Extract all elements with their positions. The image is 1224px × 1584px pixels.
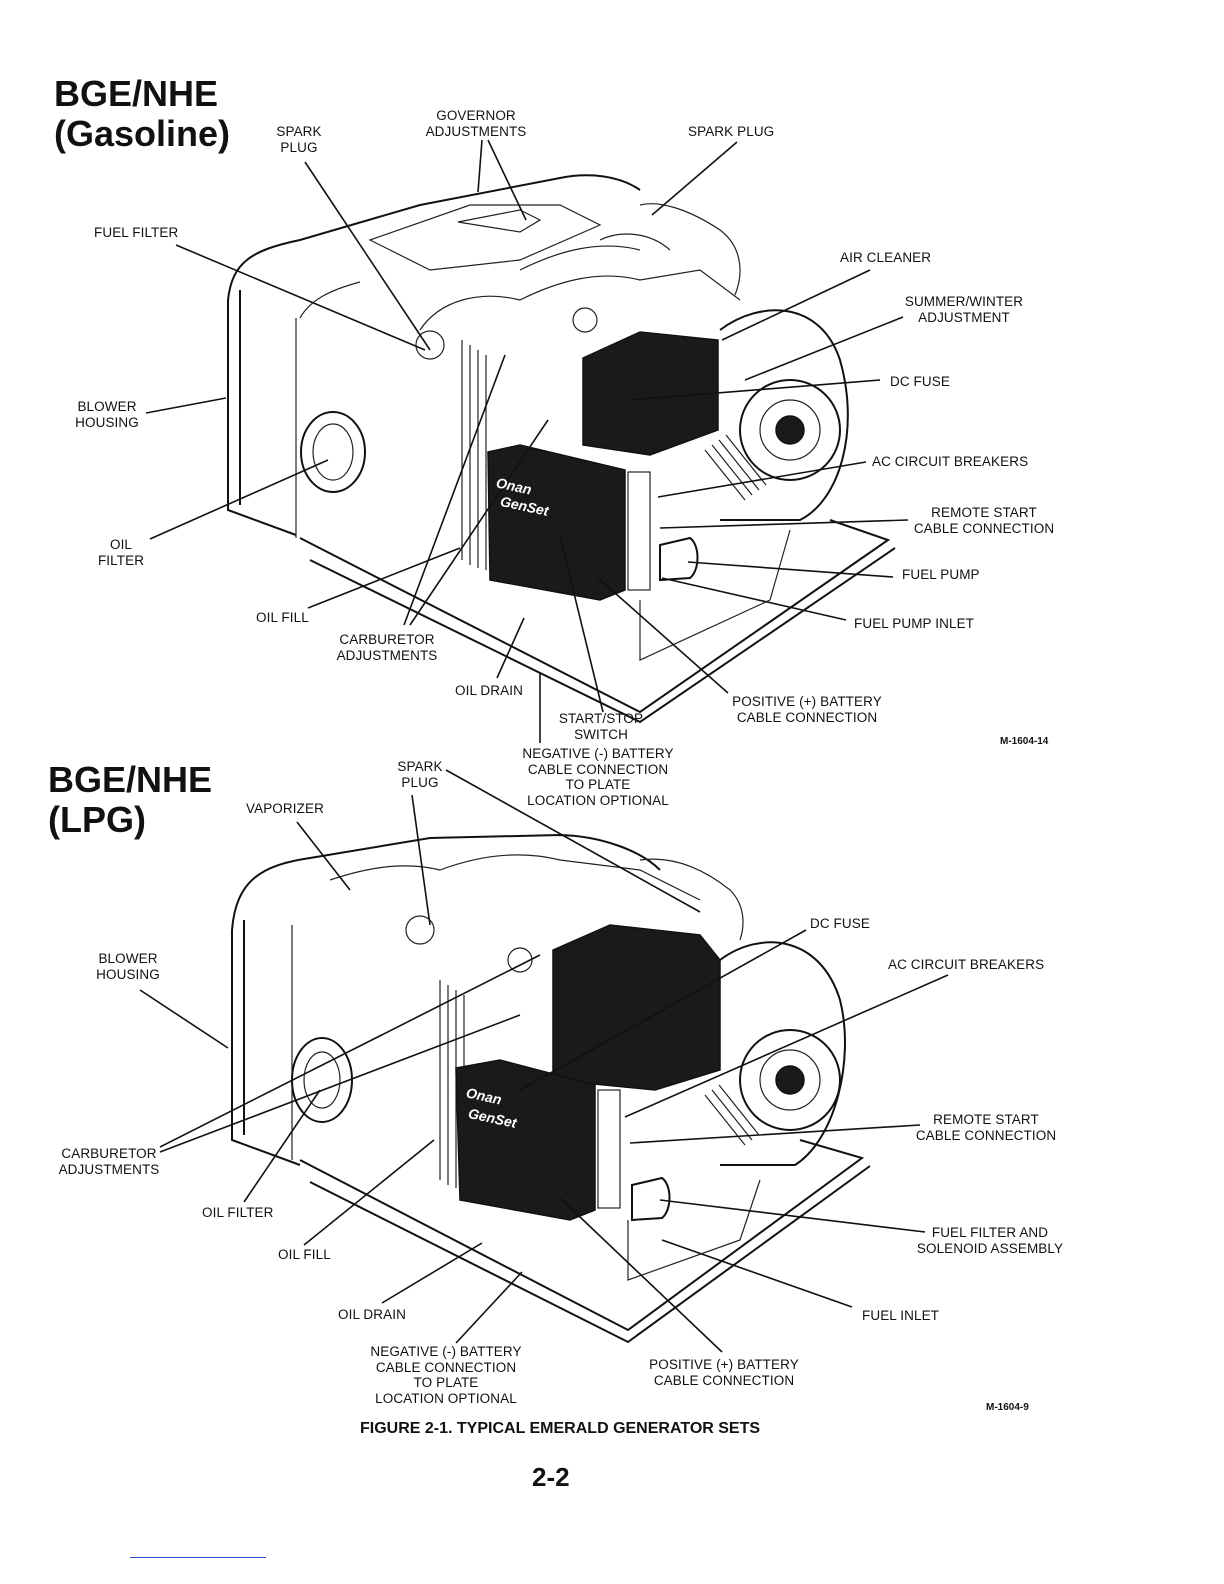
- label-line: CABLE CONNECTION: [375, 1359, 517, 1375]
- label-line: POSITIVE (+) BATTERY: [732, 694, 882, 709]
- label-carburetor-lpg: CARBURETOR ADJUSTMENTS: [56, 1146, 162, 1177]
- label-dc-fuse-top: DC FUSE: [890, 374, 950, 389]
- label-fuel-filter: FUEL FILTER: [94, 225, 179, 240]
- label-line: ADJUSTMENTS: [58, 1161, 160, 1177]
- label-line: SWITCH: [574, 726, 628, 742]
- bottom-title-line1: BGE/NHE: [48, 759, 213, 800]
- label-line: SPARK: [276, 124, 322, 139]
- label-line: START/STOP: [558, 711, 644, 726]
- gasoline-leader-lines: [145, 139, 909, 743]
- label-oil-drain-top: OIL DRAIN: [455, 683, 523, 698]
- label-line: CABLE CONNECTION: [736, 709, 878, 725]
- bottom-title-line2: (LPG): [48, 799, 146, 840]
- label-line: REMOTE START: [931, 505, 1037, 520]
- label-line: LOCATION OPTIONAL: [527, 792, 669, 808]
- label-line: CARBURETOR: [61, 1146, 157, 1161]
- label-fuel-pump-inlet: FUEL PUMP INLET: [854, 616, 975, 631]
- label-blower-housing-lpg: BLOWER HOUSING: [92, 951, 164, 982]
- label-line: CABLE CONNECTION: [913, 520, 1055, 536]
- label-line: LOCATION OPTIONAL: [375, 1390, 517, 1406]
- label-summer-winter: SUMMER/WINTER ADJUSTMENT: [896, 294, 1032, 325]
- label-ac-breakers-lpg: AC CIRCUIT BREAKERS: [888, 957, 1045, 972]
- figure-caption: FIGURE 2-1. TYPICAL EMERALD GENERATOR SE…: [360, 1420, 761, 1437]
- label-governor-adjustments: GOVERNOR ADJUSTMENTS: [420, 108, 532, 139]
- label-line: TO PLATE: [413, 1375, 479, 1390]
- top-figure-code: M-1604-14: [1000, 736, 1049, 747]
- label-line: ADJUSTMENT: [918, 309, 1010, 325]
- gasoline-generator-drawing: [227, 174, 896, 724]
- label-negative-battery-lpg: NEGATIVE (-) BATTERY CABLE CONNECTION TO…: [360, 1344, 532, 1406]
- label-carburetor-top: CARBURETOR ADJUSTMENTS: [332, 632, 442, 663]
- label-fuel-inlet: FUEL INLET: [862, 1308, 940, 1323]
- label-oil-fill-lpg: OIL FILL: [278, 1247, 331, 1262]
- label-oil-filter-lpg: OIL FILTER: [202, 1205, 274, 1220]
- label-line: FUEL FILTER AND: [931, 1225, 1049, 1240]
- bottom-figure-code: M-1604-9: [986, 1402, 1029, 1413]
- label-remote-start-top: REMOTE START CABLE CONNECTION: [908, 505, 1060, 536]
- label-ac-breakers-top: AC CIRCUIT BREAKERS: [872, 454, 1029, 469]
- label-fuel-pump: FUEL PUMP: [902, 567, 980, 582]
- label-line: GOVERNOR: [436, 108, 516, 123]
- label-blower-housing-top: BLOWER HOUSING: [70, 399, 144, 430]
- label-line: BLOWER: [77, 399, 137, 414]
- label-line: FILTER: [97, 552, 145, 568]
- label-oil-drain-lpg: OIL DRAIN: [338, 1307, 406, 1322]
- label-line: POSITIVE (+) BATTERY: [649, 1357, 799, 1372]
- label-oil-filter-top: OIL FILTER: [90, 537, 152, 568]
- label-line: OIL: [109, 537, 133, 552]
- label-line: PLUG: [401, 774, 439, 790]
- label-vaporizer: VAPORIZER: [246, 801, 324, 816]
- label-line: BLOWER: [98, 951, 158, 966]
- label-line: REMOTE START: [933, 1112, 1039, 1127]
- page-number: 2-2: [532, 1462, 570, 1492]
- label-line: SUMMER/WINTER: [904, 294, 1024, 309]
- label-line: NEGATIVE (-) BATTERY: [522, 746, 674, 761]
- label-line: CABLE CONNECTION: [527, 761, 669, 777]
- label-line: ADJUSTMENTS: [425, 123, 527, 139]
- label-line: CARBURETOR: [339, 632, 435, 647]
- label-line: ADJUSTMENTS: [336, 647, 438, 663]
- label-start-stop-switch: START/STOP SWITCH: [550, 711, 652, 742]
- label-line: TO PLATE: [565, 777, 631, 792]
- lpg-leader-lines: [139, 769, 949, 1353]
- top-title-line1: BGE/NHE: [54, 73, 219, 114]
- label-line: HOUSING: [75, 414, 139, 430]
- label-line: SPARK: [397, 759, 443, 774]
- label-air-cleaner: AIR CLEANER: [840, 250, 932, 265]
- label-fuel-filter-solenoid: FUEL FILTER AND SOLENOID ASSEMBLY: [910, 1225, 1070, 1256]
- label-line: SOLENOID ASSEMBLY: [916, 1240, 1064, 1256]
- label-positive-battery-lpg: POSITIVE (+) BATTERY CABLE CONNECTION: [644, 1357, 804, 1388]
- label-spark-plug-left: SPARK PLUG: [266, 124, 332, 155]
- label-remote-start-lpg: REMOTE START CABLE CONNECTION: [910, 1112, 1062, 1143]
- top-title-line2: (Gasoline): [54, 113, 231, 154]
- label-line: CABLE CONNECTION: [915, 1127, 1057, 1143]
- label-line: NEGATIVE (-) BATTERY: [370, 1344, 522, 1359]
- label-spark-plug-right: SPARK PLUG: [688, 124, 775, 139]
- top-figure-title: BGE/NHE (Gasoline): [54, 74, 230, 154]
- label-spark-plug-lpg: SPARK PLUG: [390, 759, 450, 790]
- label-oil-fill-top: OIL FILL: [256, 610, 309, 625]
- footer-rule: [130, 1557, 266, 1558]
- label-positive-battery-top: POSITIVE (+) BATTERY CABLE CONNECTION: [728, 694, 886, 725]
- label-negative-battery-top: NEGATIVE (-) BATTERY CABLE CONNECTION TO…: [512, 746, 684, 808]
- label-line: HOUSING: [96, 966, 160, 982]
- label-line: PLUG: [280, 139, 318, 155]
- label-dc-fuse-lpg: DC FUSE: [810, 916, 870, 931]
- bottom-figure-title: BGE/NHE (LPG): [48, 760, 212, 840]
- label-line: CABLE CONNECTION: [653, 1372, 795, 1388]
